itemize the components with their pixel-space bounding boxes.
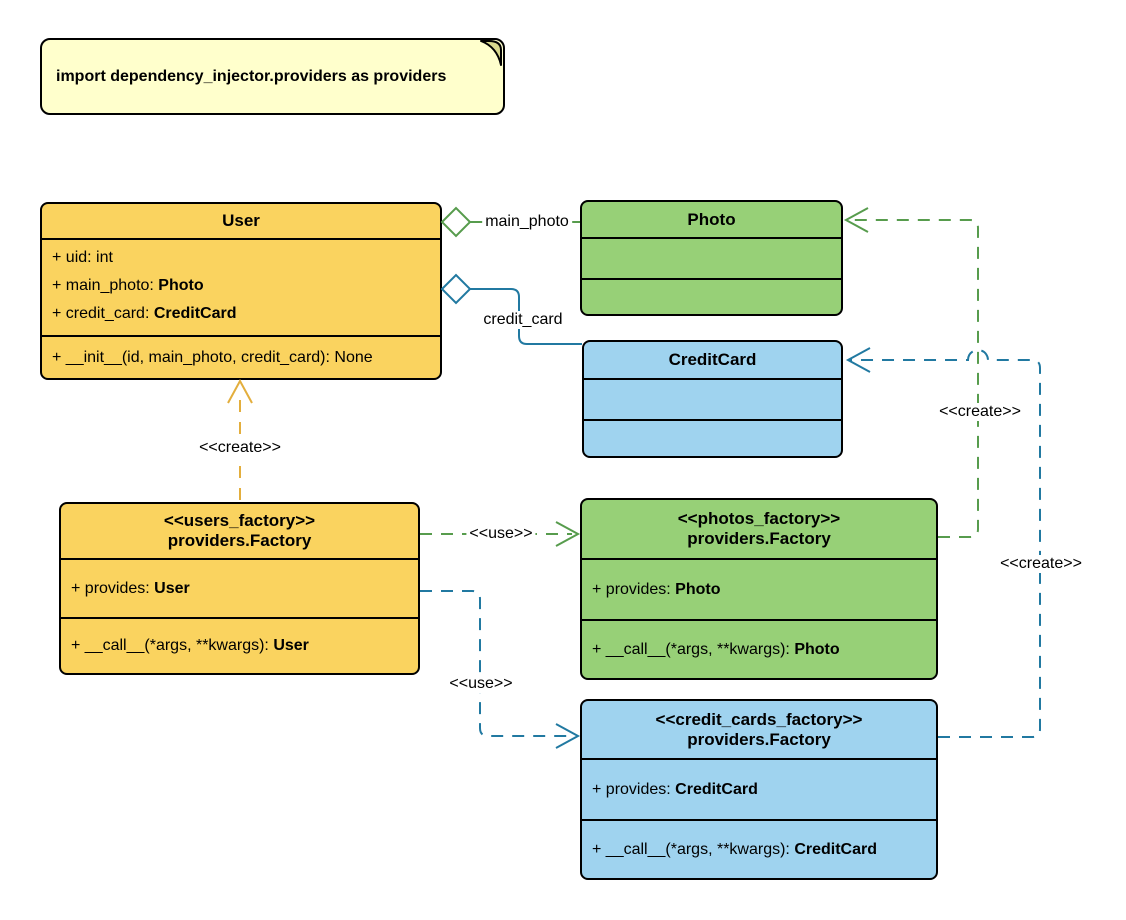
class-credit-cards-factory-title: <<credit_cards_factory>> providers.Facto…	[582, 701, 936, 758]
method-row: + __call__(*args, **kwargs): Photo	[592, 640, 840, 658]
edge-label-credit-card: credit_card	[480, 311, 566, 329]
edge-line	[850, 219, 979, 538]
class-user-methods: + __init__(id, main_photo, credit_card):…	[42, 335, 440, 378]
class-photos-factory[interactable]: <<photos_factory>> providers.Factory + p…	[580, 498, 938, 680]
class-user-title: User	[222, 211, 260, 230]
stereotype: <<credit_cards_factory>>	[655, 709, 863, 729]
class-name: providers.Factory	[687, 729, 831, 749]
edge-use-credit-cards-factory[interactable]	[420, 590, 581, 749]
aggregation-diamond-icon	[440, 273, 472, 305]
class-photos-factory-attributes: + provides: Photo	[582, 558, 936, 619]
stereotype: <<users_factory>>	[163, 511, 316, 530]
class-users-factory-attributes: + provides: User	[61, 558, 418, 617]
attribute-row: + provides: CreditCard	[592, 780, 758, 798]
stereotype: <<photos_factory>>	[677, 509, 841, 528]
class-users-factory[interactable]: <<users_factory>> providers.Factory + pr…	[59, 502, 420, 675]
class-credit-cards-factory-attributes: + provides: CreditCard	[582, 758, 936, 819]
class-credit-cards-factory-methods: + __call__(*args, **kwargs): CreditCard	[582, 819, 936, 878]
class-photos-factory-methods: + __call__(*args, **kwargs): Photo	[582, 619, 936, 678]
attribute-row: + provides: User	[71, 579, 190, 597]
class-name: providers.Factory	[687, 529, 831, 548]
edge-label-create-user: <<create>>	[196, 439, 284, 457]
open-arrowhead-icon	[555, 521, 581, 547]
class-users-factory-methods: + __call__(*args, **kwargs): User	[61, 617, 418, 673]
edge-line	[420, 590, 572, 737]
class-photo-title: Photo	[687, 209, 736, 229]
class-name: providers.Factory	[167, 531, 312, 550]
open-arrowhead-icon	[227, 378, 253, 404]
class-creditcard-attributes	[584, 378, 841, 419]
note-fold-icon	[480, 40, 502, 66]
class-user[interactable]: User + uid: int + main_photo: Photo + cr…	[40, 202, 442, 380]
attribute-row: + uid: int	[52, 249, 113, 266]
open-arrowhead-icon	[555, 723, 581, 749]
class-photo-attributes	[582, 237, 841, 278]
class-photo-methods	[582, 278, 841, 314]
class-photo[interactable]: Photo	[580, 200, 843, 316]
class-credit-cards-factory[interactable]: <<credit_cards_factory>> providers.Facto…	[580, 699, 938, 880]
edge-aggregation-credit-card[interactable]	[440, 273, 582, 345]
method-row: + __call__(*args, **kwargs): User	[71, 637, 309, 654]
attribute-row: + main_photo: Photo	[52, 277, 204, 294]
edge-create-photo[interactable]	[843, 207, 979, 538]
edge-label-create-credit-card: <<create>>	[997, 555, 1085, 573]
class-creditcard-methods	[584, 419, 841, 456]
edge-label-use-photos: <<use>>	[466, 525, 536, 543]
note-text: import dependency_injector.providers as …	[56, 67, 447, 85]
class-photos-factory-title: <<photos_factory>> providers.Factory	[582, 500, 936, 558]
method-row: + __init__(id, main_photo, credit_card):…	[52, 348, 373, 366]
attribute-row: + provides: Photo	[592, 580, 721, 598]
open-arrowhead-icon	[843, 207, 869, 233]
class-creditcard[interactable]: CreditCard	[582, 340, 843, 458]
note-import-providers[interactable]: import dependency_injector.providers as …	[40, 38, 505, 115]
open-arrowhead-icon	[845, 347, 871, 373]
edge-label-create-photo: <<create>>	[936, 403, 1024, 421]
edge-label-main-photo: main_photo	[482, 213, 572, 231]
class-creditcard-title: CreditCard	[668, 350, 757, 369]
aggregation-diamond-icon	[440, 206, 472, 238]
attribute-row: + credit_card: CreditCard	[52, 305, 237, 322]
class-users-factory-title: <<users_factory>> providers.Factory	[61, 504, 418, 558]
method-row: + __call__(*args, **kwargs): CreditCard	[592, 840, 877, 858]
class-user-attributes: + uid: int + main_photo: Photo + credit_…	[42, 238, 440, 335]
edge-label-use-credit-cards: <<use>>	[446, 675, 516, 693]
